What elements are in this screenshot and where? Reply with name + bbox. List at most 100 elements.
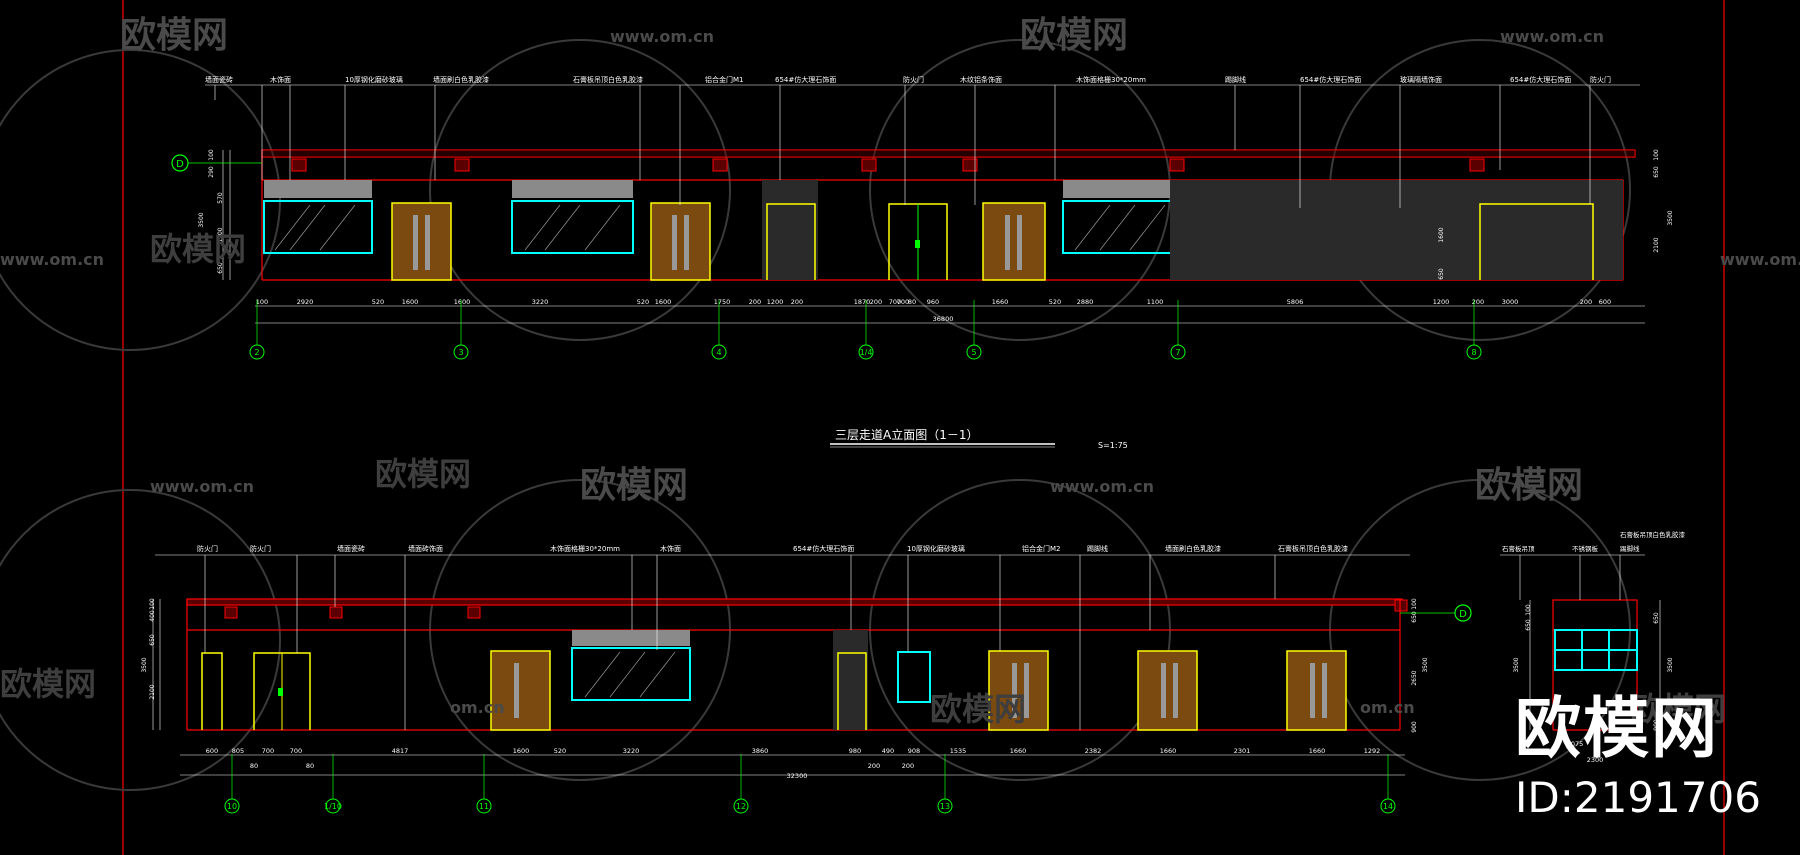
vertical-dimension: 650 <box>1653 612 1660 624</box>
dimension-text: 80 <box>306 762 314 770</box>
window-hatch-a <box>274 204 1166 251</box>
drawing-scale: S=1:75 <box>1098 441 1128 450</box>
watermark-logo: 欧模网 <box>120 15 228 56</box>
vertical-dimension: 900 <box>1411 721 1418 733</box>
right-dims-c: 650 3500 900 <box>1653 612 1674 731</box>
dimension-text: 520 <box>372 298 384 306</box>
material-label: 墙面瓷砖 <box>337 544 365 553</box>
dimension-text: 1660 <box>1010 747 1027 755</box>
axis-label: 3 <box>458 348 463 357</box>
vertical-dimension: 3500 <box>1667 210 1674 225</box>
title-block-a: 三层走道A立面图（1－1） S=1:75 <box>830 427 1128 450</box>
dimension-text: 3220 <box>623 747 640 755</box>
axis-label: 11 <box>479 802 489 811</box>
vertical-dimension: 3500 <box>1667 657 1674 672</box>
dimension-text: 100 <box>256 298 268 306</box>
vertical-dimension: 2100 <box>1653 237 1660 252</box>
vertical-dimension: 3500 <box>1513 657 1520 672</box>
dimension-text: 1200 <box>1433 298 1450 306</box>
axis-label: 2 <box>254 348 259 357</box>
dimension-text: 490 <box>882 747 894 755</box>
dimension-text: 700 <box>889 298 901 306</box>
material-label: 不锈钢板 <box>1572 544 1599 553</box>
material-label: 铝合金门M1 <box>705 75 744 84</box>
ceiling-brackets-a <box>291 158 1485 172</box>
axis-label: 7 <box>1175 348 1180 357</box>
dimension-text: 1200 <box>767 298 784 306</box>
dimension-text: 1870 <box>854 298 871 306</box>
ceiling-brackets-b <box>224 599 1408 619</box>
vertical-dimension: 650 <box>1438 268 1445 280</box>
axis-label: 10 <box>227 802 237 811</box>
material-label: 防火门 <box>903 75 924 84</box>
top-labels-b: 防火门 防火门 墙面瓷砖 墙面砖饰面 木饰面格栅30*20mm 木饰面 654#仿大理石饰面… <box>197 544 1348 553</box>
watermark-logo: 欧模网 <box>0 665 96 703</box>
watermark-logo: 欧模网 <box>930 690 1026 728</box>
dimension-text: 200 <box>791 298 803 306</box>
material-label: 10厚钢化磨砂玻璃 <box>345 75 403 84</box>
dimension-text: 600 <box>206 747 218 755</box>
vertical-dimension: 3500 <box>198 212 205 227</box>
vertical-dimension: 3500 <box>141 657 148 672</box>
material-label: 木饰面 <box>660 544 681 553</box>
vertical-dimension: 2650 <box>1411 670 1418 685</box>
dimension-text: 200 <box>1580 298 1592 306</box>
vertical-dimension: 650 <box>1525 619 1532 631</box>
dimension-text: 1535 <box>950 747 967 755</box>
dimension-text: 700 <box>897 298 909 306</box>
material-label: 石膏板吊顶白色乳胶漆 <box>1620 530 1686 539</box>
material-label: 踢脚线 <box>1225 75 1246 84</box>
watermark-logo: 欧模网 <box>375 455 471 493</box>
material-label: 石膏板吊顶白色乳胶漆 <box>1278 544 1348 553</box>
material-label: 654#仿大理石饰面 <box>793 544 854 553</box>
vertical-dimension: 2100 <box>149 684 156 699</box>
stone-areas-a <box>762 180 1623 280</box>
dimension-text: 200 <box>749 298 761 306</box>
dimension-text: 2880 <box>1077 298 1094 306</box>
material-label: 防火门 <box>197 544 218 553</box>
grid-marker-a: D <box>176 159 184 170</box>
material-label: 654#仿大理石饰面 <box>1300 75 1361 84</box>
dimension-text: 1600 <box>655 298 672 306</box>
watermark-logo: 欧模网 <box>1475 465 1583 506</box>
brand-stamp: 欧模网 ID:2191706 <box>1515 675 1800 822</box>
dimension-text: 200 <box>1472 298 1484 306</box>
leaders-b <box>155 554 1410 730</box>
dimension-text: 600 <box>1599 298 1611 306</box>
vertical-dimension: 650 <box>217 262 224 274</box>
drawing-title: 三层走道A立面图（1－1） <box>835 427 978 442</box>
left-dims-c: 100 650 3500 <box>1513 604 1532 673</box>
material-label: 防火门 <box>250 544 271 553</box>
dimension-text: 3860 <box>752 747 769 755</box>
vertical-dimension: 900 <box>1653 719 1660 731</box>
brand-name: 欧模网 <box>1515 690 1719 767</box>
vertical-dimension: 100 <box>1525 604 1532 616</box>
axis-label: 5 <box>971 348 976 357</box>
axis-label: 1/4 <box>860 348 873 357</box>
material-label: 踢脚线 <box>1087 544 1108 553</box>
material-label: 石膏板吊顶 <box>1502 544 1535 553</box>
watermark-url: om.cn <box>1360 698 1415 717</box>
vertical-dimension: 650 <box>1411 611 1418 623</box>
material-label: 防火门 <box>1590 75 1611 84</box>
material-label: 踢脚线 <box>1620 544 1640 553</box>
watermark-logo: 欧模网 <box>580 465 688 506</box>
material-label: 654#仿大理石饰面 <box>775 75 836 84</box>
dimension-text: 1660 <box>1160 747 1177 755</box>
leaders-a <box>205 84 1640 208</box>
dimension-text: 700 <box>290 747 302 755</box>
dimension-text: 980 <box>849 747 861 755</box>
axis-label: 8 <box>1471 348 1476 357</box>
axis-label: 1/10 <box>324 802 342 811</box>
material-label: 墙面砖饰面 <box>408 544 443 553</box>
material-label: 木饰面格栅30*20mm <box>550 544 620 553</box>
material-label: 石膏板吊顶白色乳胶漆 <box>573 75 643 84</box>
dim-lines-a <box>255 305 1645 324</box>
